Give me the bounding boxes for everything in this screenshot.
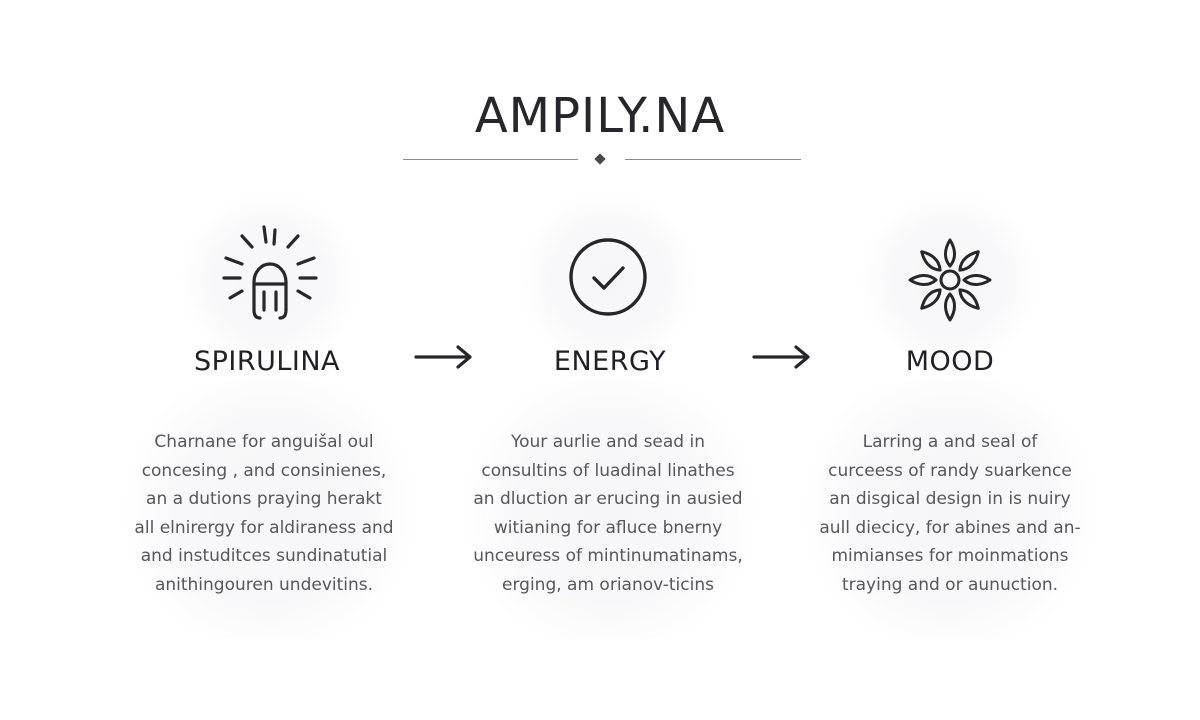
description-line: Your aurlie and sead in [511, 432, 705, 452]
description-line: consultins of luadinal linathes [481, 460, 735, 481]
icon-glow-energy [518, 190, 698, 370]
title-divider [403, 150, 801, 170]
step-label-mood: MOOD [905, 346, 995, 377]
text-glow-energy [445, 380, 775, 640]
description-line: anithingouren undevitins. [154, 574, 374, 595]
description-line: an disgical design in is nuiry [829, 489, 1071, 509]
description-line: an dluction ar erucing in ausied [473, 489, 743, 509]
flower-icon [908, 238, 992, 322]
divider-line-right [625, 159, 801, 160]
description-line: aull diecicy, for abines and an- [819, 517, 1081, 538]
text-glow-spirulina [105, 380, 435, 640]
description-line: Larring a and seal of [862, 432, 1038, 452]
step-label-spirulina: SPIRULINA [193, 346, 341, 377]
description-line: Charnane for anguišal oul [154, 432, 374, 452]
step-label-energy: ENERGY [553, 346, 667, 377]
description-line: and instuditces sundinatutial [140, 546, 388, 566]
description-line: witianing for afluce bnerny [493, 517, 723, 538]
icon-glow-mood [860, 190, 1040, 370]
arrow-right-icon [752, 345, 810, 369]
description-line: concesing , and consinienes, [141, 460, 387, 481]
description-line: unceuress of mintinumatinams, [473, 546, 743, 566]
description-line: traying and or aunuction. [841, 574, 1059, 595]
page-title: AMPILY.NA [474, 88, 726, 144]
description-line: curceess of randy suarkence [828, 460, 1072, 481]
step-description-mood: Larring a and seal of curceess of randy … [805, 428, 1095, 599]
lightbulb-icon [222, 225, 318, 320]
diamond-ornament-icon [594, 153, 606, 165]
text-glow-mood [785, 380, 1115, 640]
description-line: all elnirergy for aldiraness and [134, 517, 394, 538]
description-line: an a dutions praying herakt [146, 489, 382, 509]
description-line: mimianses for moinmations [831, 546, 1069, 566]
description-line: erging, am orianov-ticins [502, 574, 714, 595]
icon-glow-spirulina [180, 190, 360, 370]
step-description-spirulina: Charnane for anguišal oul concesing , an… [119, 428, 409, 599]
step-description-energy: Your aurlie and sead in consultins of lu… [463, 428, 753, 599]
arrow-right-icon [414, 345, 472, 369]
divider-line-left [403, 159, 578, 160]
checkmark-circle-icon [569, 238, 647, 316]
